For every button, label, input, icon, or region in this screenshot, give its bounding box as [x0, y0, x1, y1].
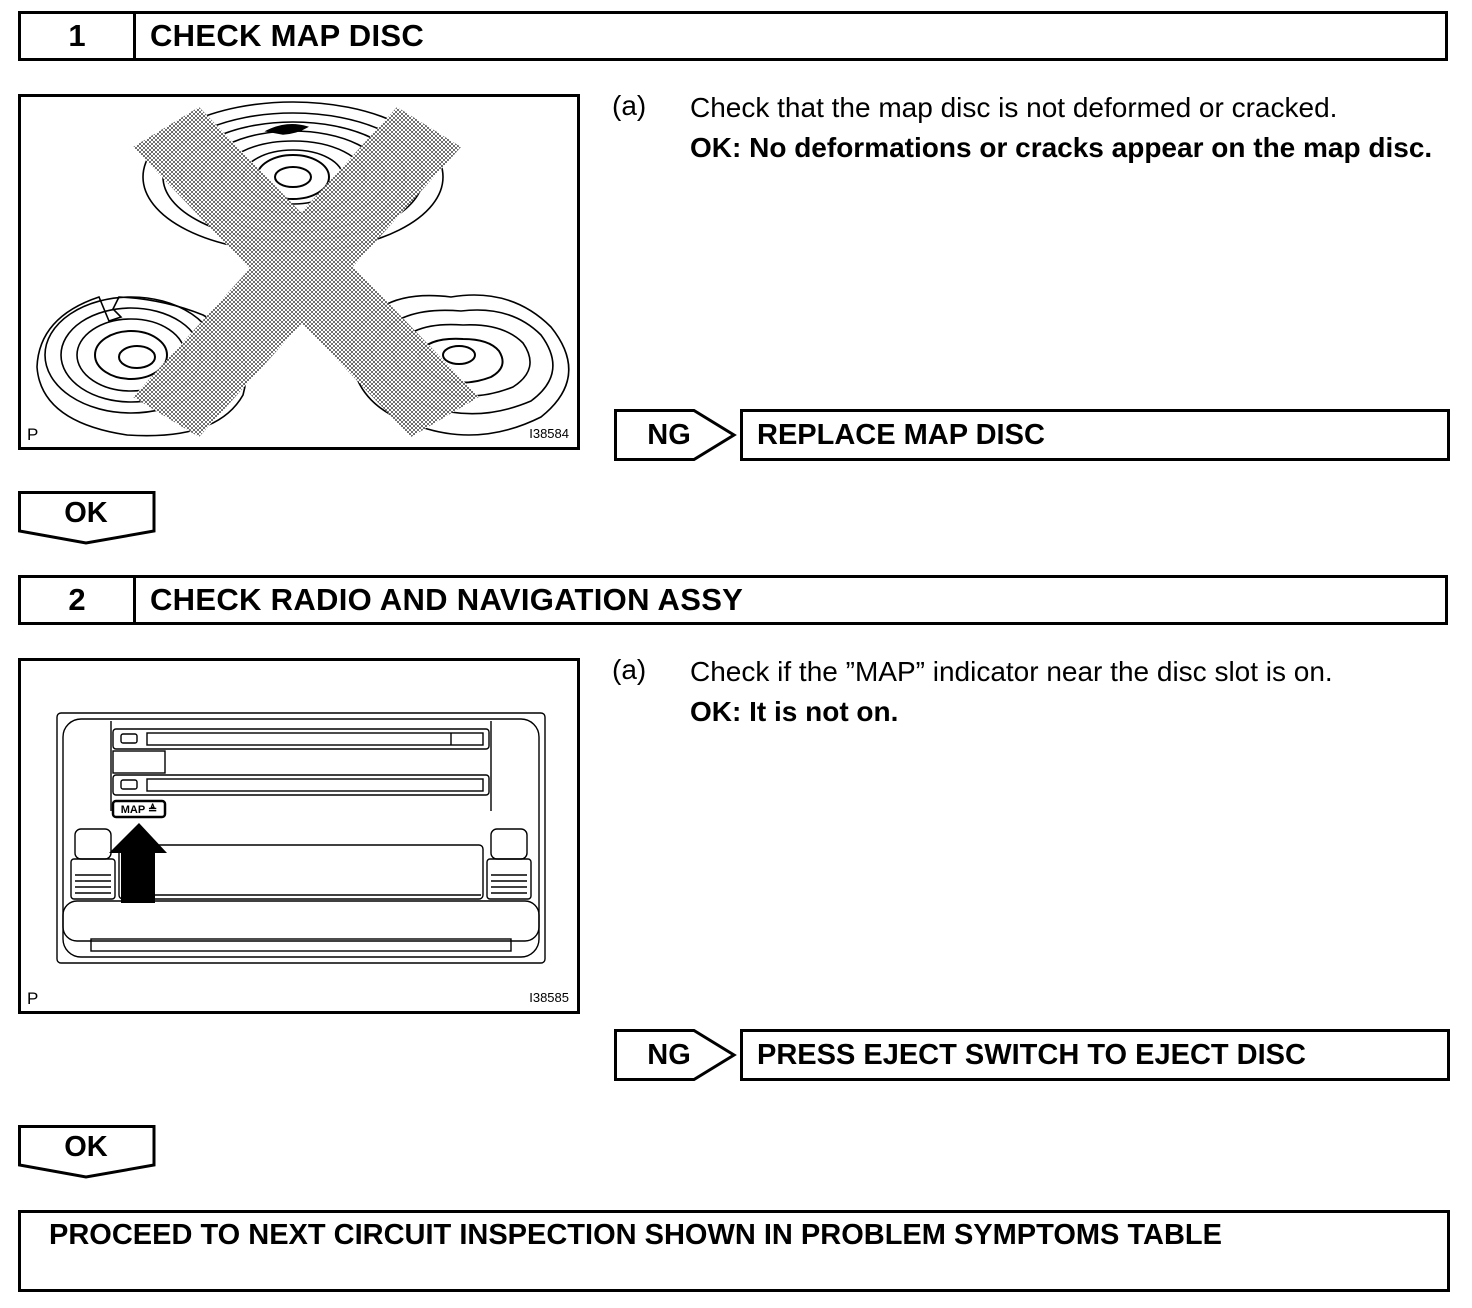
radio-unit-illustration: MAP ≜ — [56, 712, 546, 964]
figure-id: I38585 — [529, 990, 569, 1005]
ok-arrow: OK — [18, 1125, 156, 1179]
ok-arrow-shape-icon — [18, 491, 156, 545]
figure-corner-label: P — [27, 989, 39, 1008]
ok-arrow-shape-icon — [18, 1125, 156, 1179]
ok-label: OK — [64, 496, 108, 529]
ng-action-box: PRESS EJECT SWITCH TO EJECT DISC — [740, 1029, 1450, 1081]
step-1-header: 1 CHECK MAP DISC — [18, 11, 1448, 61]
final-action-box: PROCEED TO NEXT CIRCUIT INSPECTION SHOWN… — [18, 1210, 1450, 1292]
step-title: CHECK MAP DISC — [150, 18, 425, 53]
ok-condition: OK: No deformations or cracks appear on … — [690, 132, 1433, 163]
instruction-text: Check that the map disc is not deformed … — [690, 92, 1338, 123]
ng-action-box: REPLACE MAP DISC — [740, 409, 1450, 461]
step-number: 2 — [21, 578, 136, 622]
item-label: (a) — [612, 90, 647, 121]
map-button-text: MAP ≜ — [121, 803, 158, 816]
figure-corner-label: P — [27, 425, 39, 444]
ng-arrow-shape-icon — [614, 1029, 737, 1081]
ng-arrow: NG — [614, 1029, 740, 1081]
step-number: 1 — [21, 14, 136, 58]
disc-illustration — [36, 101, 570, 437]
ng-label: NG — [647, 418, 691, 451]
figure-id: I38584 — [529, 426, 569, 441]
ok-label: OK — [64, 1130, 108, 1163]
radio-navigation-figure: MAP ≜ P I38585 — [18, 658, 580, 1014]
ok-arrow: OK — [18, 491, 156, 545]
instruction-text: Check if the ”MAP” indicator near the di… — [690, 656, 1333, 687]
up-arrow-icon — [109, 823, 167, 903]
item-label: (a) — [612, 654, 647, 685]
map-disc-figure: P I38584 — [18, 94, 580, 450]
ng-label: NG — [647, 1038, 691, 1071]
ng-arrow-shape-icon — [614, 409, 737, 461]
ok-condition: OK: It is not on. — [690, 696, 899, 727]
step-title: CHECK RADIO AND NAVIGATION ASSY — [150, 582, 744, 617]
ng-arrow: NG — [614, 409, 740, 461]
step-2-header: 2 CHECK RADIO AND NAVIGATION ASSY — [18, 575, 1448, 625]
prohibition-x-icon — [133, 107, 479, 437]
map-eject-button-icon: MAP ≜ — [111, 799, 167, 819]
